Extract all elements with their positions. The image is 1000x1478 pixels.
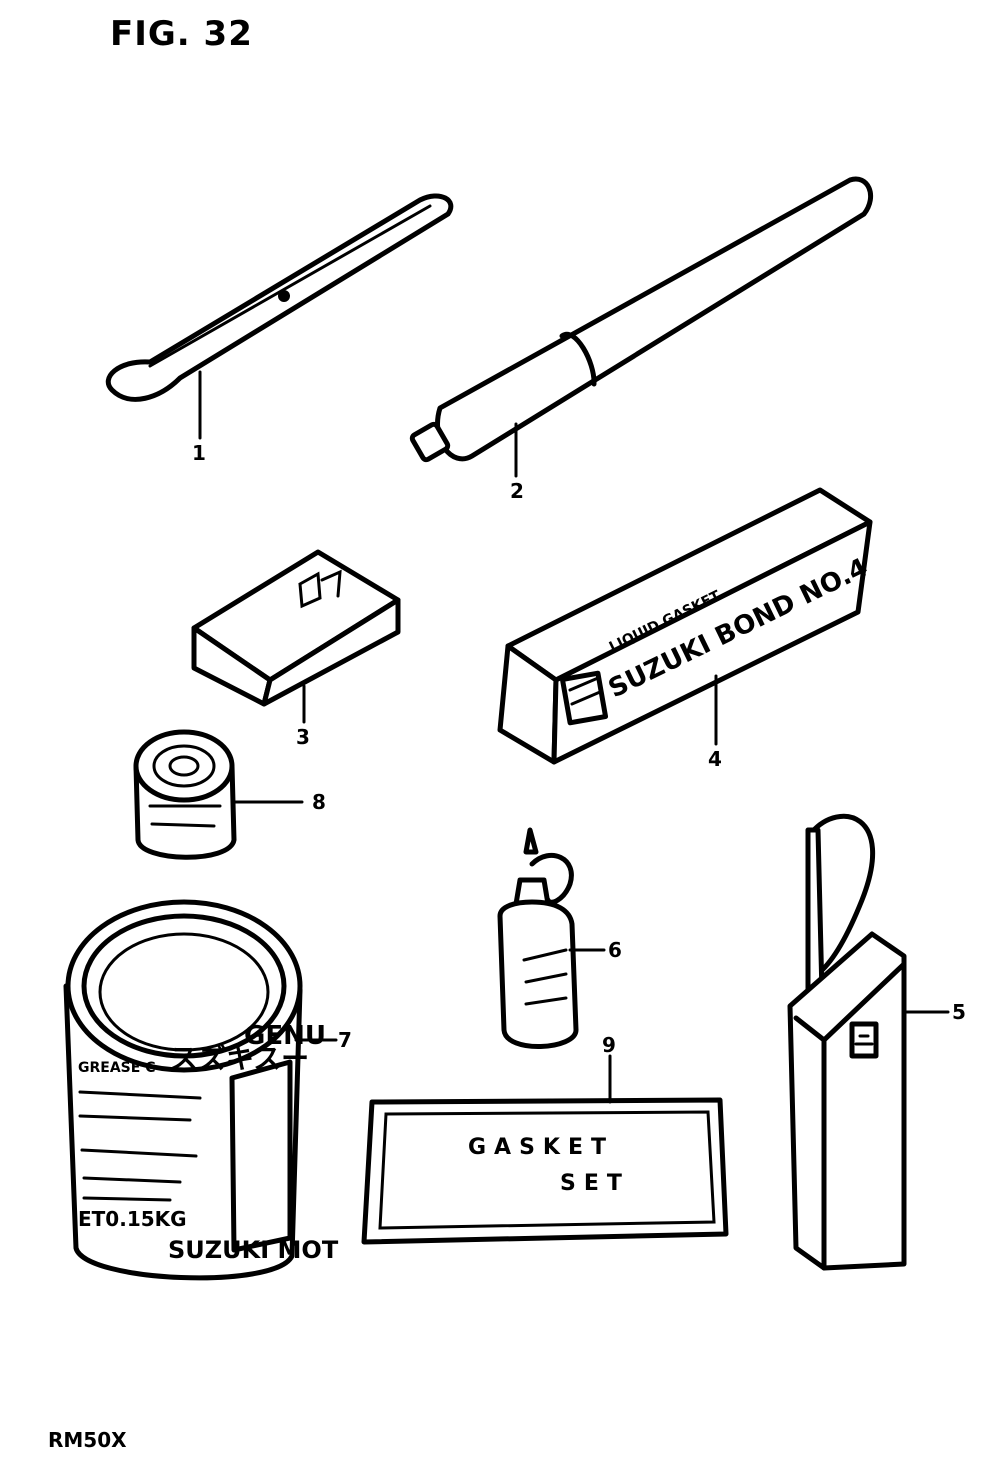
callout-8: 8 bbox=[312, 790, 326, 814]
grease-genuine: GENU bbox=[244, 1021, 326, 1051]
grease-brand: SUZUKI MOT bbox=[168, 1236, 339, 1264]
callout-4: 4 bbox=[708, 747, 722, 771]
callout-1: 1 bbox=[192, 441, 206, 465]
figure-title: FIG. 32 bbox=[110, 14, 253, 54]
model-code: RM50X bbox=[48, 1428, 127, 1452]
part-9-gasket-set[interactable]: 9 GASKET SET bbox=[361, 1033, 729, 1245]
part-3-repair-kit[interactable]: 3 bbox=[191, 549, 401, 749]
grease-kana: スズキスー bbox=[170, 1042, 309, 1075]
callout-9: 9 bbox=[602, 1033, 616, 1057]
callout-3: 3 bbox=[296, 725, 310, 749]
callout-5: 5 bbox=[952, 1000, 966, 1024]
part-2-tire-pump[interactable]: 2 bbox=[409, 176, 874, 503]
part-7-grease-can-large[interactable]: GENU GREASE C スズキスー ET0.15KG SUZUKI MOT … bbox=[63, 899, 352, 1281]
part-1-tire-lever[interactable]: 1 bbox=[105, 193, 454, 465]
grease-weight: ET0.15KG bbox=[78, 1207, 187, 1231]
grease-type: GREASE C bbox=[78, 1060, 155, 1076]
part-5-oil-can[interactable]: 5 bbox=[787, 813, 966, 1271]
part-6-oil-bottle[interactable]: 6 bbox=[497, 827, 622, 1049]
part-8-grease-can-small[interactable]: 8 bbox=[133, 729, 326, 860]
gasket-word1: GASKET bbox=[468, 1135, 614, 1160]
callout-7: 7 bbox=[338, 1028, 352, 1052]
gasket-word2: SET bbox=[560, 1171, 630, 1196]
part-4-suzuki-bond-box[interactable]: LIQUID GASKET SUZUKI BOND NO.4 4 bbox=[497, 487, 873, 771]
callout-6: 6 bbox=[608, 938, 622, 962]
callout-2: 2 bbox=[510, 479, 524, 503]
